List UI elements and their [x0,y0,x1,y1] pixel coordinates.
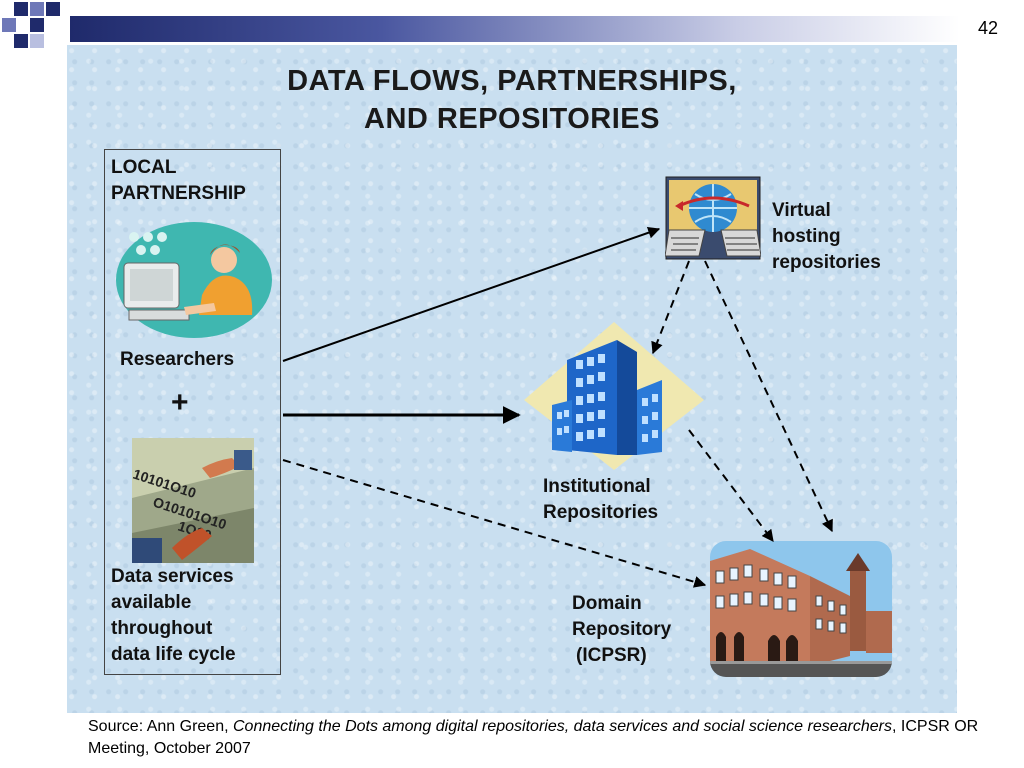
globe-computers-icon [665,176,761,260]
arrow-dataservices-to-domain [282,459,707,588]
arrow-virtual-to-domain [704,260,833,533]
arrow-researchers-to-virtual [282,226,661,362]
diagram-title: DATA FLOWS, PARTNERSHIPS, AND REPOSITORI… [67,62,957,138]
title-line-2: AND REPOSITORIES [364,103,660,135]
handshake-data-icon: 10101O10 O10101O10 1O10 [132,438,254,563]
domain-repository-label: Domain Repository (ICPSR) [572,593,672,666]
corner-squares-decoration [2,2,60,48]
slide-number: 42 [977,18,998,38]
data-services-label: Data services available throughout data … [111,566,236,665]
researcher-computer-icon [116,222,272,338]
local-partnership-heading: LOCAL PARTNERSHIP [111,157,246,204]
institutional-repositories-label: Institutional Repositories [543,476,659,523]
local-partnership-box [104,149,281,675]
office-building-icon [524,322,704,470]
icpsr-building-icon [710,541,892,677]
source-citation: Source: Ann Green, Connecting the Dots a… [88,718,979,757]
researchers-label: Researchers [120,349,235,370]
flow-arrows [282,226,833,588]
virtual-hosting-label: Virtual hosting repositories [772,200,881,273]
title-line-1: DATA FLOWS, PARTNERSHIPS, [287,65,737,97]
diagram-panel: DATA FLOWS, PARTNERSHIPS, AND REPOSITORI… [67,45,957,713]
header-gradient-bar [70,16,960,42]
plus-sign: + [171,386,189,419]
arrow-institutional-to-domain [688,429,774,542]
arrow-virtual-to-institutional [651,260,690,355]
